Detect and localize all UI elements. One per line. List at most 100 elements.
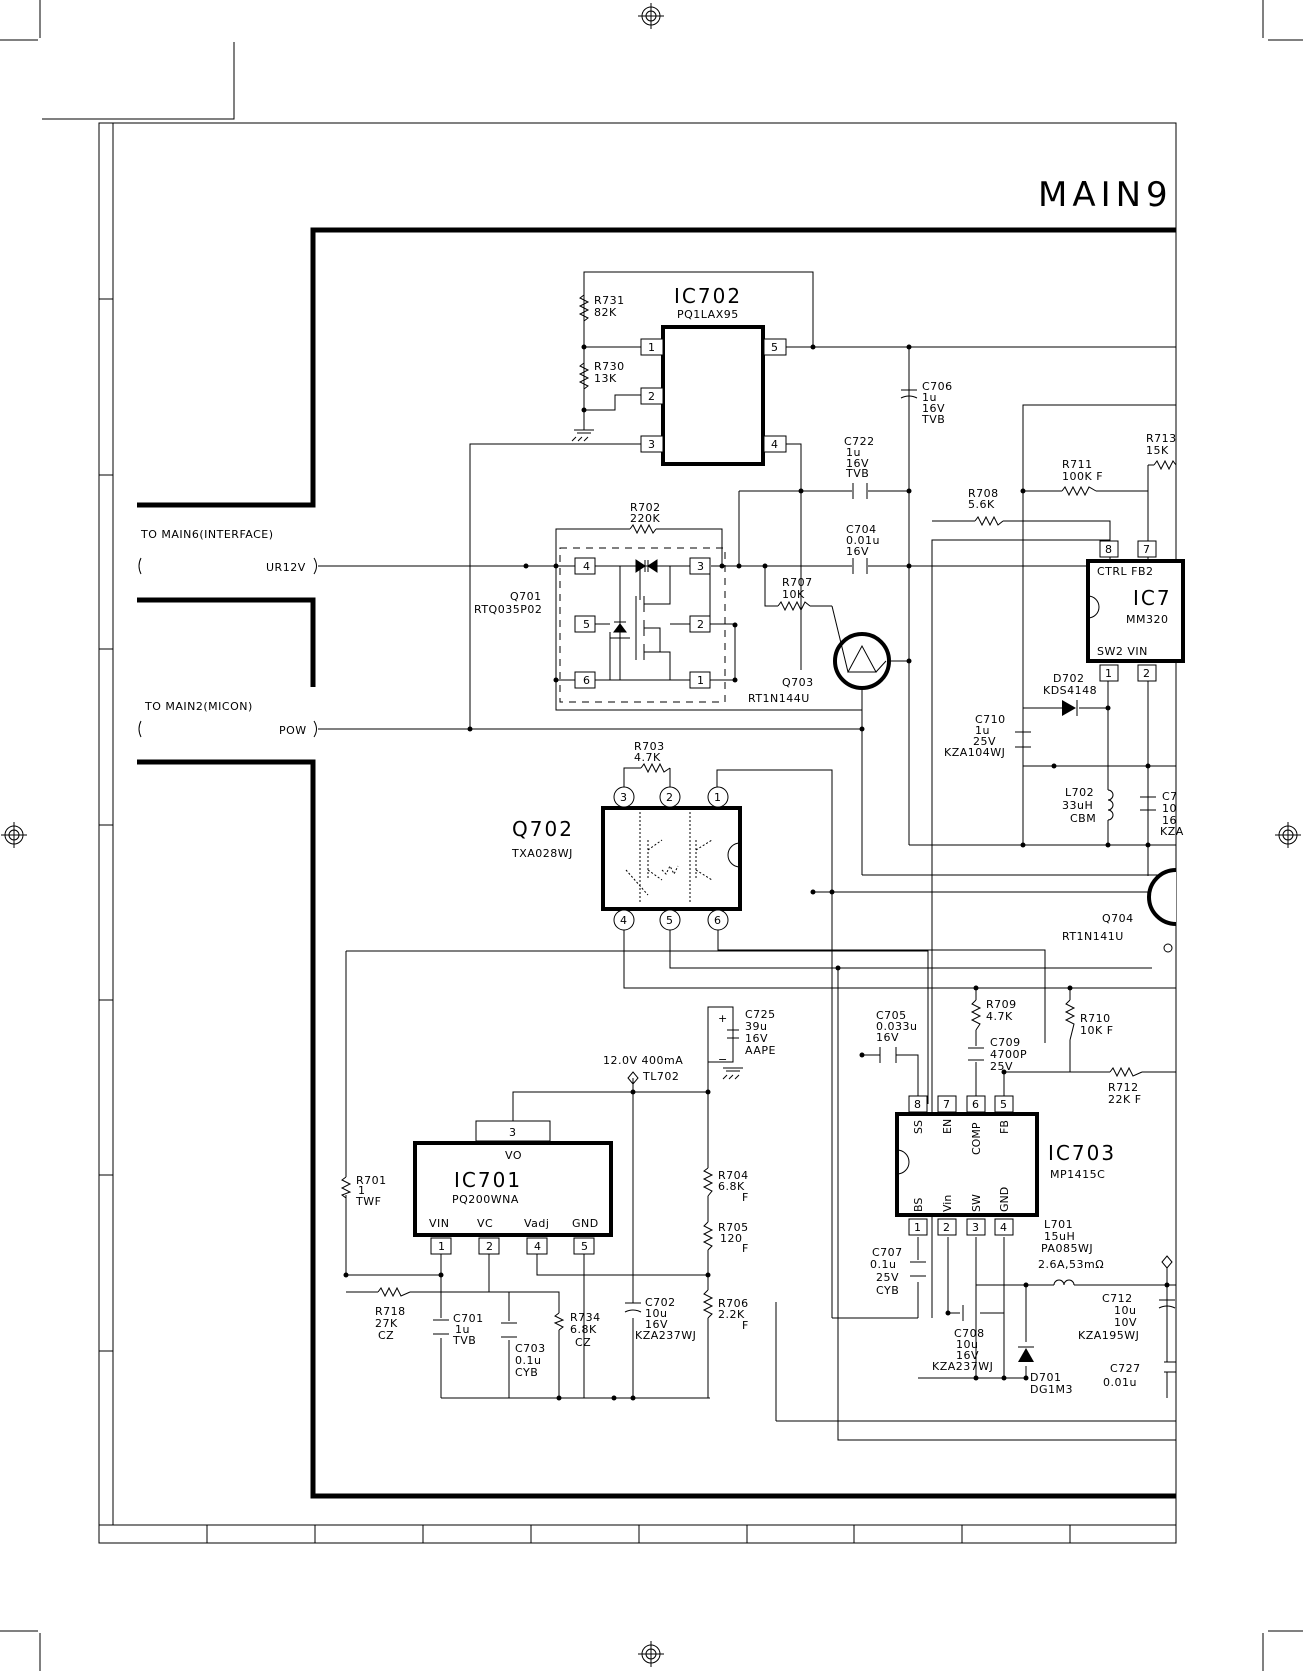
pin-number: 5 [666, 914, 673, 927]
svg-text:10u: 10u [956, 1338, 978, 1351]
resistor-r708: R708 5.6K [932, 487, 1111, 540]
svg-text:16V: 16V [876, 1031, 899, 1044]
resistor-r710: R710 10K F [1064, 999, 1114, 1041]
svg-text:F: F [742, 1191, 749, 1204]
svg-text:C710: C710 [975, 713, 1006, 726]
svg-text:0.033u: 0.033u [876, 1020, 917, 1033]
svg-text:CYB: CYB [515, 1366, 538, 1379]
svg-text:33uH: 33uH [1062, 799, 1093, 812]
svg-text:R734: R734 [570, 1311, 601, 1324]
svg-text:16: 16 [1162, 814, 1177, 827]
capacitor-c702: C702 10u 16V KZA237WJ [624, 1296, 696, 1342]
pin-number: 5 [1000, 1098, 1007, 1111]
svg-text:C708: C708 [954, 1327, 985, 1340]
svg-text:R718: R718 [375, 1305, 406, 1318]
pin-number: 2 [943, 1221, 950, 1234]
resistor-r711: R711 100K F [1061, 458, 1103, 497]
svg-text:25V: 25V [876, 1271, 899, 1284]
svg-text:R712: R712 [1108, 1081, 1139, 1094]
ic-ref: IC7 [1133, 586, 1172, 610]
svg-text:22K F: 22K F [1108, 1093, 1142, 1106]
transistor-q704: Q704 RT1N141U [1062, 868, 1177, 953]
connector-label: TO MAIN6(INTERFACE) [140, 528, 274, 541]
svg-text:CBM: CBM [1070, 812, 1096, 825]
pin-number: 5 [771, 341, 778, 354]
svg-text:6.8K: 6.8K [718, 1180, 745, 1193]
svg-text:10K F: 10K F [1080, 1024, 1114, 1037]
resistor-r706: R706 2.2K F [702, 1289, 749, 1332]
ic-part: PQ1LAX95 [677, 308, 739, 321]
svg-text:KZA195WJ: KZA195WJ [1078, 1329, 1139, 1342]
svg-text:0.01u: 0.01u [846, 534, 880, 547]
svg-text:R707: R707 [782, 576, 813, 589]
svg-text:15K: 15K [1146, 444, 1169, 457]
svg-text:16V: 16V [645, 1318, 668, 1331]
svg-text:R731: R731 [594, 294, 625, 307]
capacitor-c704: C704 0.01u 16V [846, 523, 880, 574]
svg-text:C707: C707 [872, 1246, 903, 1259]
svg-text:10: 10 [1162, 802, 1177, 815]
pin-number: 2 [648, 390, 655, 403]
svg-text:27K: 27K [375, 1317, 398, 1330]
pin-label: Vadj [524, 1217, 549, 1230]
svg-text:C709: C709 [990, 1036, 1021, 1049]
ic-ref: IC703 [1048, 1141, 1116, 1165]
pin-label: BS [912, 1198, 925, 1212]
pin-labels: SW2 VIN [1097, 645, 1148, 658]
pin-number: 4 [534, 1240, 541, 1253]
svg-text:6.8K: 6.8K [570, 1323, 597, 1336]
svg-text:L701: L701 [1044, 1218, 1073, 1231]
svg-text:TVB: TVB [921, 413, 945, 426]
svg-text:120: 120 [720, 1232, 743, 1245]
transistor-q702: 3 2 1 4 5 6 Q702 TXA028WJ [511, 786, 742, 931]
svg-text:1: 1 [358, 1184, 366, 1197]
pin-number: 2 [486, 1240, 493, 1253]
resistor-r712: R712 22K F [1108, 1066, 1143, 1106]
svg-text:0.1u: 0.1u [515, 1354, 541, 1367]
svg-text:+: + [718, 1012, 728, 1025]
resistor-r701: R701 1 TWF [340, 1174, 387, 1208]
resistor-r702: R702 220K [555, 501, 723, 566]
pin-number: 3 [648, 438, 655, 451]
diode-d701: D701 DG1M3 [1018, 1346, 1072, 1396]
svg-text:10K: 10K [782, 588, 805, 601]
pin-number: 6 [583, 674, 590, 687]
resistor-r709: R709 4.7K [970, 998, 1016, 1031]
svg-text:C706: C706 [922, 380, 953, 393]
ic-part: PQ200WNA [452, 1193, 519, 1206]
svg-text:CZ: CZ [378, 1329, 394, 1342]
capacitor-c722: C722 1u 16V TVB [844, 435, 874, 499]
registration-mark-icon [637, 2, 665, 30]
pin-label: VO [505, 1149, 522, 1162]
part-number: RTQ035P02 [474, 603, 542, 616]
pin-label: COMP [970, 1122, 983, 1155]
capacitor-c703: C703 0.1u CYB [501, 1322, 545, 1379]
pin-label: VC [477, 1217, 493, 1230]
capacitor-c727: C727 0.01u [1103, 1361, 1176, 1389]
svg-text:R701: R701 [356, 1174, 387, 1187]
svg-text:R704: R704 [718, 1169, 749, 1182]
inductor-l701: L701 15uH PA085WJ 2.6A,53mΩ [1038, 1218, 1104, 1286]
svg-text:82K: 82K [594, 306, 617, 319]
capacitor-c712: C712 10u 10V KZA195WJ [1078, 1292, 1176, 1342]
svg-text:39u: 39u [745, 1020, 767, 1033]
svg-text:16V: 16V [745, 1032, 768, 1045]
svg-text:CZ: CZ [575, 1336, 591, 1349]
ground-icon [722, 1067, 743, 1080]
pin-label: VIN [429, 1217, 450, 1230]
pin-number: 7 [1143, 543, 1150, 556]
svg-text:2.2K: 2.2K [718, 1308, 745, 1321]
connector-main6: TO MAIN6(INTERFACE) UR12V [138, 528, 317, 575]
transistor-q703: Q703 RT1N144U [748, 605, 891, 705]
pin-number: 4 [620, 914, 627, 927]
pin-label: GND [572, 1217, 599, 1230]
svg-text:F: F [742, 1319, 749, 1332]
pin-label: SW [970, 1194, 983, 1212]
pin-number: 3 [509, 1126, 516, 1139]
svg-text:F: F [742, 1242, 749, 1255]
ic-ref: IC701 [454, 1168, 522, 1192]
part-number: TXA028WJ [511, 847, 573, 860]
resistor-r734: R734 6.8K CZ [553, 1311, 601, 1349]
